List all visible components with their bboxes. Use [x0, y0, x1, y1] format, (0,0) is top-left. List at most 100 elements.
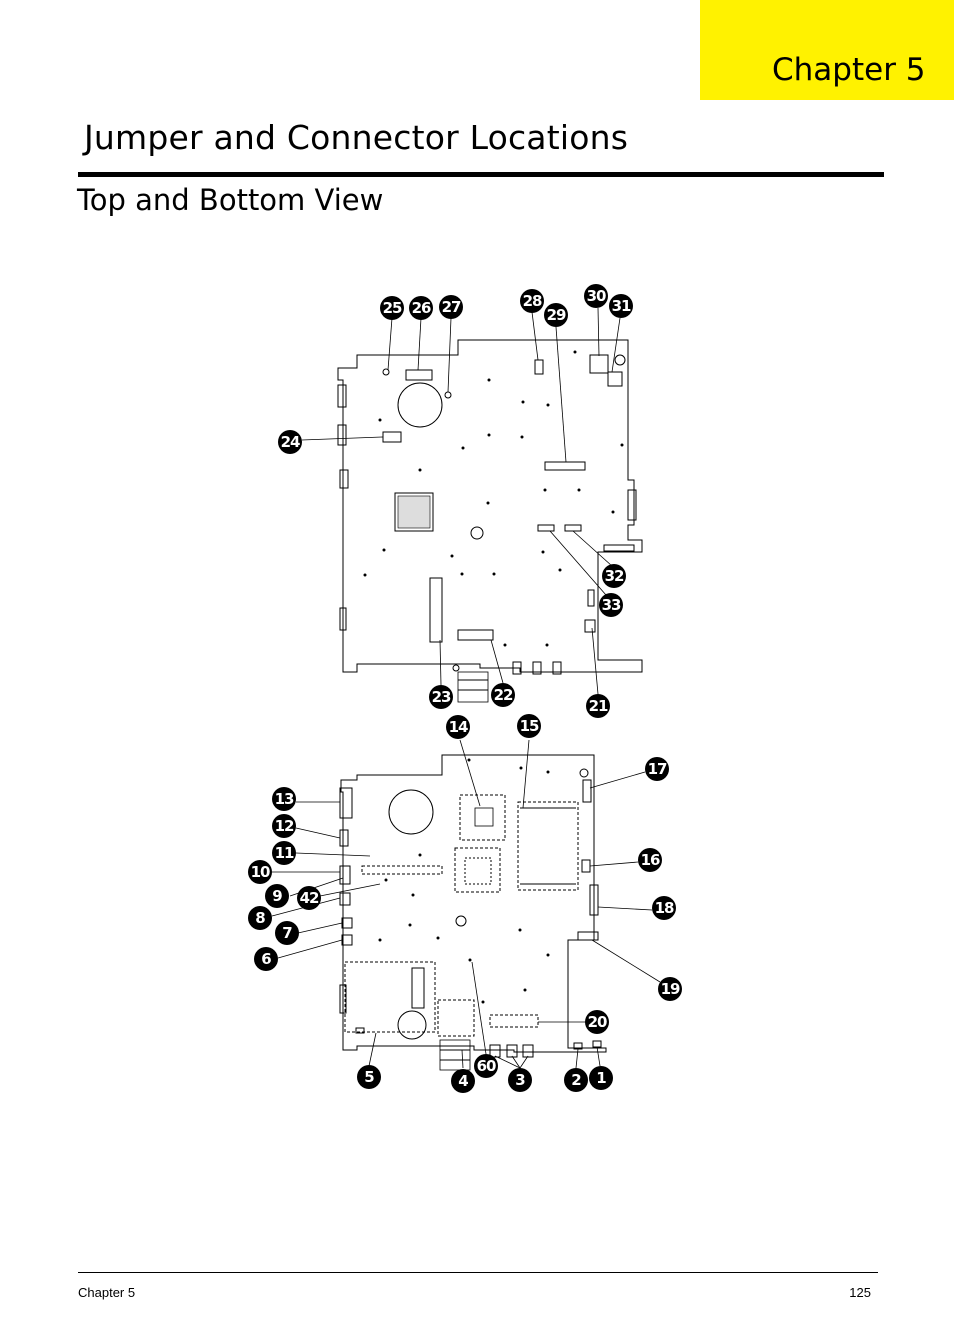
- svg-text:3: 3: [515, 1071, 525, 1089]
- top-connector-32: [564, 524, 582, 532]
- svg-text:19: 19: [661, 980, 680, 998]
- callout-17: 17: [645, 757, 669, 781]
- footer-page-number: 125: [849, 1285, 871, 1300]
- callout-42: 42: [297, 886, 321, 910]
- svg-text:13: 13: [275, 790, 294, 808]
- callout-25: 25: [380, 296, 404, 320]
- svg-text:32: 32: [605, 567, 624, 585]
- callout-18: 18: [652, 896, 676, 920]
- bottom-board-outline: [340, 754, 607, 1053]
- top-connector-33: [537, 524, 555, 532]
- bottom-connector-12: [339, 829, 349, 847]
- top-board-outline: [337, 339, 643, 673]
- bottom-connector-17: [582, 779, 592, 803]
- svg-text:14: 14: [449, 718, 468, 736]
- svg-text:30: 30: [587, 287, 606, 305]
- svg-text:2: 2: [571, 1071, 581, 1089]
- callout-30: 30: [584, 284, 608, 308]
- callout-5: 5: [357, 1065, 381, 1089]
- svg-text:22: 22: [494, 686, 513, 704]
- svg-text:24: 24: [281, 433, 300, 451]
- footer-divider: [78, 1272, 878, 1273]
- top-connector-30: [589, 354, 609, 374]
- svg-text:60: 60: [477, 1057, 496, 1075]
- callout-20: 20: [585, 1010, 609, 1034]
- callout-26: 26: [409, 296, 433, 320]
- bottom-cpu-socket: [459, 794, 506, 841]
- callout-33: 33: [599, 593, 623, 617]
- callout-31: 31: [609, 294, 633, 318]
- svg-text:25: 25: [383, 299, 402, 317]
- section-subtitle: Top and Bottom View: [77, 183, 384, 217]
- bottom-view-board: [339, 754, 607, 1071]
- top-view-dots: [363, 350, 624, 647]
- bottom-connector-13: [339, 787, 353, 819]
- svg-text:11: 11: [275, 844, 294, 862]
- callout-3: 3: [508, 1068, 532, 1092]
- callout-23: 23: [429, 685, 453, 709]
- callout-32: 32: [602, 564, 626, 588]
- svg-text:10: 10: [251, 863, 270, 881]
- callout-13: 13: [272, 787, 296, 811]
- callout-11: 11: [272, 841, 296, 865]
- callout-14: 14: [446, 715, 470, 739]
- svg-text:15: 15: [520, 717, 539, 735]
- top-slot-23: [429, 577, 443, 643]
- callout-24: 24: [278, 430, 302, 454]
- top-connector-31: [607, 371, 623, 387]
- page-title: Jumper and Connector Locations: [84, 118, 629, 157]
- callout-10: 10: [248, 860, 272, 884]
- callout-4: 4: [451, 1069, 475, 1093]
- bottom-connector-8: [339, 892, 351, 906]
- leader-lines: [271, 307, 661, 1069]
- svg-text:28: 28: [523, 292, 542, 310]
- svg-text:5: 5: [364, 1068, 374, 1086]
- callout-2: 2: [564, 1068, 588, 1092]
- svg-text:21: 21: [589, 697, 608, 715]
- svg-text:8: 8: [255, 909, 265, 927]
- svg-text:20: 20: [588, 1013, 607, 1031]
- svg-text:17: 17: [648, 760, 667, 778]
- title-divider: [78, 172, 884, 177]
- callout-16: 16: [638, 848, 662, 872]
- svg-text:33: 33: [602, 596, 621, 614]
- callout-12: 12: [272, 814, 296, 838]
- bottom-connector-20: [489, 1014, 539, 1028]
- bottom-battery: [397, 1010, 427, 1040]
- callout-8: 8: [248, 906, 272, 930]
- svg-text:29: 29: [547, 306, 566, 324]
- svg-text:6: 6: [261, 950, 271, 968]
- svg-text:16: 16: [641, 851, 660, 869]
- top-chip: [394, 492, 434, 532]
- top-connector-26: [405, 369, 433, 381]
- callout-19: 19: [658, 977, 682, 1001]
- callout-21: 21: [586, 694, 610, 718]
- callout-28: 28: [520, 289, 544, 313]
- callout-9: 9: [265, 884, 289, 908]
- bottom-connector-16: [581, 859, 591, 873]
- svg-text:18: 18: [655, 899, 674, 917]
- bottom-cpu-fan-hole: [388, 789, 434, 835]
- top-connector-29: [544, 461, 586, 471]
- callout-29: 29: [544, 303, 568, 327]
- top-cpu-fan-hole: [397, 382, 443, 428]
- svg-text:4: 4: [458, 1072, 468, 1090]
- callout-27: 27: [439, 295, 463, 319]
- callout-15: 15: [517, 714, 541, 738]
- bottom-connector-18: [589, 884, 599, 916]
- chapter-tab: Chapter 5: [700, 0, 954, 100]
- top-connector-24: [382, 431, 402, 443]
- bottom-memory-slot: [517, 801, 579, 891]
- bottom-connector-3b: [506, 1044, 518, 1058]
- svg-text:1: 1: [596, 1069, 606, 1087]
- callout-1: 1: [589, 1066, 613, 1090]
- bottom-connector-3c: [522, 1044, 534, 1058]
- top-connector-right: [603, 544, 635, 552]
- callout-60: 60: [474, 1054, 498, 1078]
- top-connector-21: [584, 619, 596, 633]
- callout-7: 7: [275, 921, 299, 945]
- callout-6: 6: [254, 947, 278, 971]
- svg-text:27: 27: [442, 298, 461, 316]
- chapter-tab-label: Chapter 5: [772, 52, 926, 88]
